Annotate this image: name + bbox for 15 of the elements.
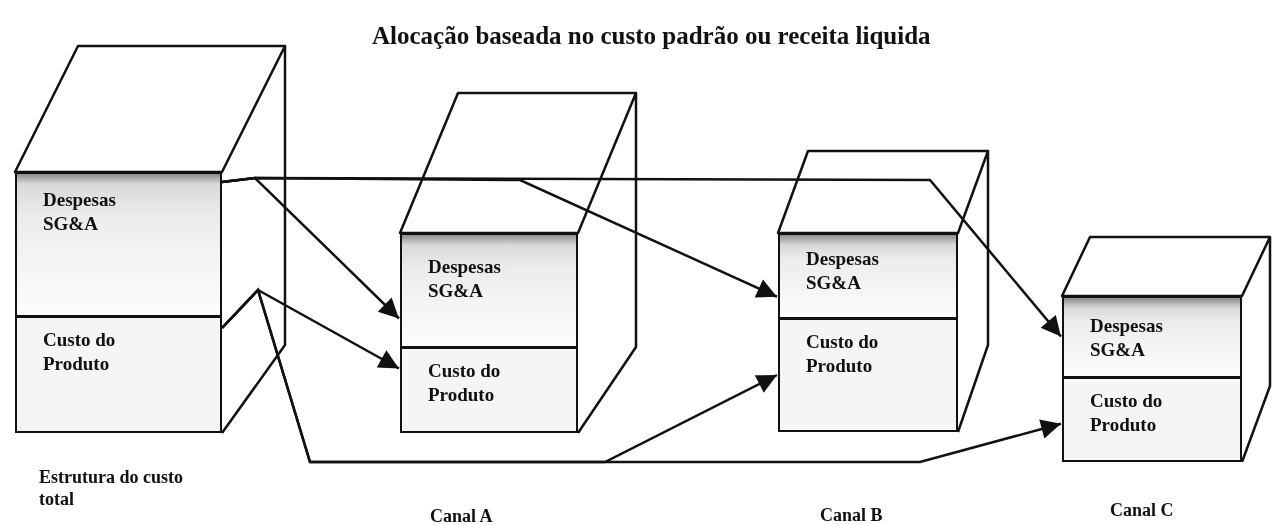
- cost-segment: Custo do Produto: [778, 318, 958, 432]
- cost-segment: Custo do Produto: [15, 316, 222, 433]
- diagram-title: Alocação baseada no custo padrão ou receita liquida: [372, 22, 931, 50]
- cost-segment: Despesas SG&A: [15, 172, 222, 317]
- cost-segment: Despesas SG&A: [400, 233, 578, 348]
- cost-segment: Despesas SG&A: [1062, 296, 1242, 378]
- cost-segment: Custo do Produto: [400, 347, 578, 433]
- arrow: [221, 287, 1062, 464]
- cost-segment: Despesas SG&A: [778, 233, 958, 319]
- cube-caption: Canal C: [1110, 500, 1175, 522]
- cube-caption: Estrutura do custo total: [39, 467, 184, 511]
- cost-segment: Custo do Produto: [1062, 377, 1242, 462]
- cube-caption: Canal B: [820, 505, 884, 525]
- cube-caption: Canal A: [430, 506, 494, 525]
- arrow: [221, 176, 1062, 338]
